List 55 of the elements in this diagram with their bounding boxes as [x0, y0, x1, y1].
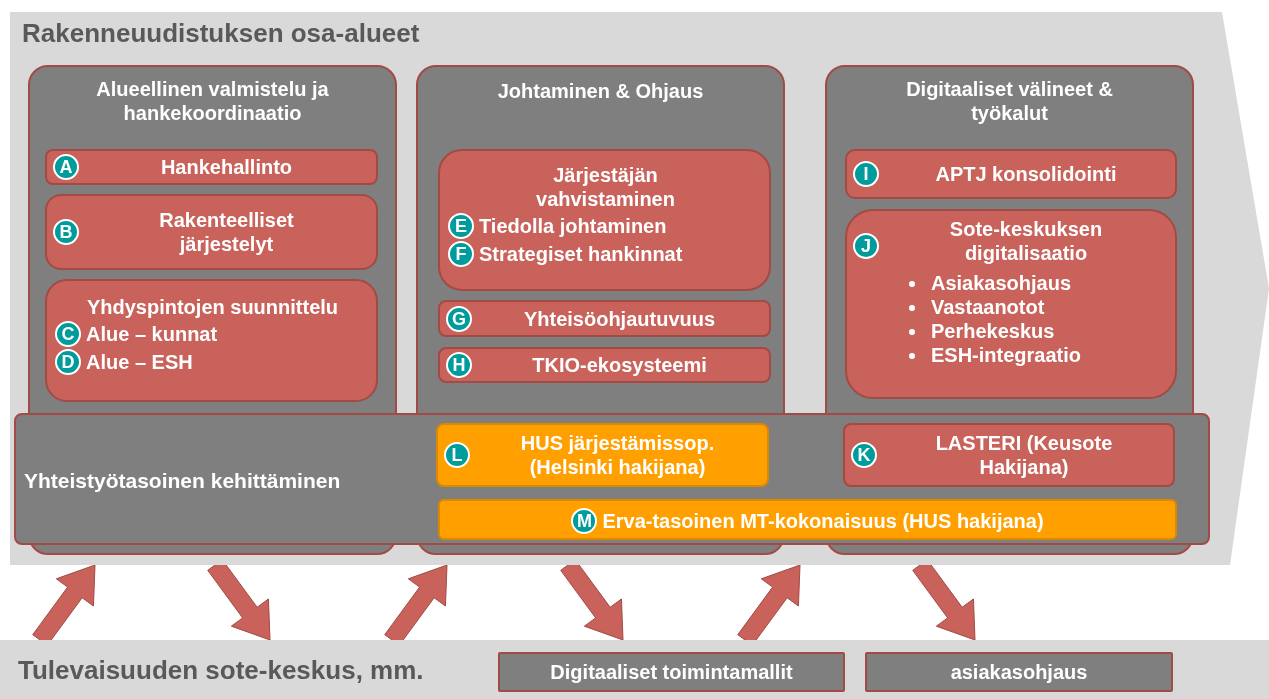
box-label: Hankehallinto [160, 155, 293, 179]
box-label: Digitaaliset toimintamallit [550, 660, 793, 684]
bullet-item: ESH-integraatio [885, 343, 1167, 367]
letter-badge: K [851, 442, 877, 468]
box-heading: Järjestäjän vahvistaminen [535, 163, 676, 211]
process-box [45, 279, 378, 402]
box-label: LASTERI (Keusote Hakijana) [934, 431, 1114, 479]
process-box [438, 300, 771, 337]
letter-badge: J [853, 233, 879, 259]
bullet-item: Perhekeskus [885, 319, 1167, 343]
box-label: Alue – kunnat [86, 322, 218, 346]
box-label: TKIO-ekosysteemi [532, 353, 707, 377]
process-box [438, 347, 771, 383]
box-heading: Alueellinen valmistelu ja hankekoordinaatio [95, 77, 330, 125]
band-title: Rakenneuudistuksen osa-alueet [22, 18, 420, 49]
box-label: asiakasohjaus [950, 660, 1088, 684]
letter-badge: A [53, 154, 79, 180]
letter-badge: E [448, 213, 474, 239]
letter-badge: D [55, 349, 81, 375]
bullet-item: Vastaanotot [885, 295, 1167, 319]
letter-badge: G [446, 305, 472, 332]
band-label: Yhteistyötasoinen kehittäminen [24, 469, 341, 493]
process-box [845, 209, 1177, 399]
box-label: HUS järjestämissop. (Helsinki hakijana) [519, 431, 716, 479]
box-label: Strategiset hankinnat [479, 242, 683, 266]
process-box [45, 149, 378, 185]
box-heading: Digitaaliset välineet & työkalut [905, 77, 1114, 125]
process-box [845, 149, 1177, 199]
box-label: Erva-tasoinen MT-kokonaisuus (HUS hakijana) [602, 508, 1044, 533]
letter-badge: H [446, 352, 472, 378]
box-label: Alue – ESH [86, 350, 193, 374]
box-heading: Yhdyspintojen suunnittelu [86, 295, 339, 319]
letter-badge: C [55, 321, 81, 347]
bullet-item: Asiakasohjaus [885, 271, 1167, 295]
project-box [436, 423, 769, 487]
process-box [498, 652, 845, 692]
box-heading: Sote-keskuksen digitalisaatio [948, 217, 1104, 265]
box-label: APTJ konsolidointi [935, 162, 1117, 186]
process-box [865, 652, 1173, 692]
letter-badge: M [571, 507, 598, 534]
process-box [45, 194, 378, 270]
letter-badge: F [448, 241, 474, 267]
process-box [438, 149, 771, 291]
chevron-band [10, 12, 1269, 565]
band-label: Tulevaisuuden sote-keskus, mm. [18, 654, 424, 685]
box-label: Yhteisöohjautuvuus [523, 306, 716, 331]
project-box [843, 423, 1175, 487]
bottom-band [0, 640, 1269, 699]
letter-badge: B [53, 219, 79, 245]
project-box [438, 499, 1177, 540]
box-label: Rakenteelliset järjestelyt [158, 208, 295, 256]
letter-badge: I [853, 161, 879, 187]
box-heading: Johtaminen & Ohjaus [497, 79, 704, 103]
box-label: Tiedolla johtaminen [479, 214, 667, 238]
letter-badge: L [444, 442, 470, 468]
